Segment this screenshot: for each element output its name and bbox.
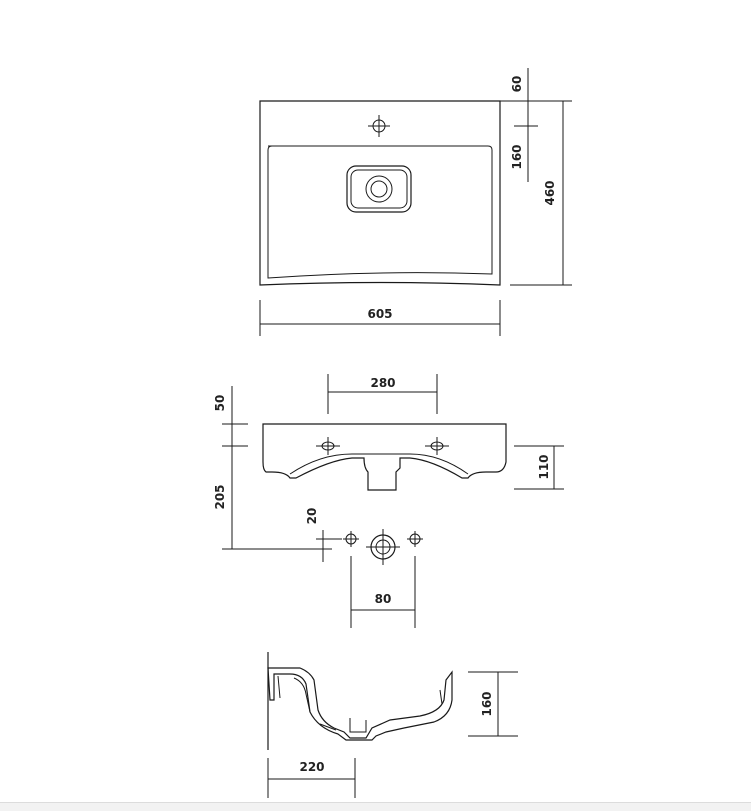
dimension-label-280: 280 <box>370 376 395 390</box>
dimension-drain-offset: 20 <box>305 508 342 562</box>
dimension-holes-spacing: 280 <box>327 374 438 414</box>
tap-hole-front-right <box>425 437 449 455</box>
side-section: 160 220 <box>267 652 518 798</box>
dimension-label-80: 80 <box>375 592 392 606</box>
dimension-label-220: 220 <box>299 760 324 774</box>
dimension-section-depth: 220 <box>267 758 356 798</box>
dimension-total-depth: 460 <box>510 101 572 286</box>
dimension-front-height: 110 <box>514 445 564 490</box>
dimension-label-160-top: 160 <box>510 144 524 169</box>
dimension-rim-offset: 50 <box>213 386 248 447</box>
dimension-drain-height: 205 <box>213 446 332 550</box>
tap-hole-left-detail <box>343 531 359 547</box>
dimension-label-160-section: 160 <box>480 691 494 716</box>
front-outline <box>262 423 507 491</box>
overflow-drain-top <box>346 165 412 213</box>
dimension-width: 605 <box>259 300 501 336</box>
dimension-drain-width: 80 <box>350 556 416 628</box>
drain-hole-detail <box>366 529 400 565</box>
dimension-label-60: 60 <box>510 76 524 93</box>
dimension-label-50: 50 <box>213 395 227 412</box>
dimension-label-205: 205 <box>213 484 227 509</box>
dimension-label-605: 605 <box>367 307 392 321</box>
drain-detail: 20 80 <box>305 508 423 628</box>
basin-bowl <box>267 145 493 279</box>
section-outline <box>267 667 453 741</box>
dimension-label-20: 20 <box>305 508 319 525</box>
dimension-label-110: 110 <box>537 454 551 479</box>
dimension-label-460: 460 <box>543 180 557 205</box>
basin-outline <box>259 100 501 286</box>
dimension-top-offset: 60 <box>500 68 572 102</box>
top-view: 60 160 460 605 <box>259 68 572 336</box>
tap-hole-right-detail <box>407 531 423 547</box>
front-view: 280 50 205 110 <box>213 374 564 550</box>
front-bowl-curve <box>289 453 469 475</box>
dimension-section-height: 160 <box>468 671 518 737</box>
section-bottom <box>319 718 367 733</box>
tap-hole-top <box>368 115 390 137</box>
section-inner <box>277 675 443 713</box>
tap-hole-front-left <box>316 437 340 455</box>
page-bottom-rule <box>0 802 751 811</box>
dimension-tap-to-bowl: 160 <box>510 101 538 182</box>
